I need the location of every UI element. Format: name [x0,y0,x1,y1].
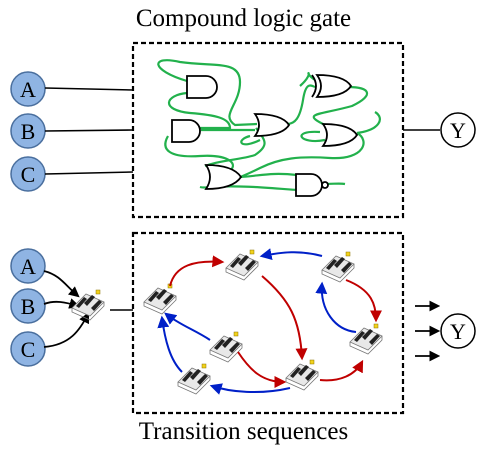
bottom-input-c-node: C [10,331,46,367]
bottom-input-a-label: A [20,254,36,279]
bottom-input-b-label: B [21,294,36,319]
blue-transition-arrows [157,248,357,395]
xor-gate [315,74,353,98]
input-c-label: C [21,162,36,187]
bottom-output-y-label: Y [450,319,466,344]
wire-a [44,87,134,91]
or-gate-3 [204,164,243,190]
or-gate-2 [321,123,359,147]
input-b-label: B [21,119,36,144]
bottom-input-c-label: C [21,337,36,362]
wire-c [44,171,134,175]
compound-logic-gate-title: Compound logic gate [135,5,352,32]
state-origami-7 [285,359,319,391]
state-origami-6 [177,363,211,395]
bottom-input-a-node: A [10,248,46,284]
and-gate-1 [186,75,218,99]
green-wiring [157,59,381,192]
input-b-node: B [10,113,46,149]
output-y-label: Y [450,118,466,143]
or-gate-1 [253,113,291,137]
input-c-node: C [10,156,46,192]
nand-bubble [321,181,329,189]
state-origami-3 [321,251,355,283]
bottom-input-b-node: B [10,288,46,324]
red-transition-arrows [169,255,382,388]
xor-extra-curve [311,74,317,98]
nand-gate [295,173,323,197]
input-a-label: A [20,77,36,102]
and-gate-2 [171,119,201,143]
transition-box [131,231,405,415]
transition-sequences-title: Transition sequences [138,418,349,445]
state-origami-1 [143,283,177,315]
state-origami-2 [225,249,259,281]
bottom-output-y-node: Y [440,313,476,349]
state-origami-4 [349,323,383,355]
wire-b [44,129,134,132]
logic-gates [171,74,359,197]
state-origami-5 [209,331,243,363]
output-y-node: Y [440,112,476,148]
output-arrows [415,300,441,362]
input-a-node: A [10,71,46,107]
